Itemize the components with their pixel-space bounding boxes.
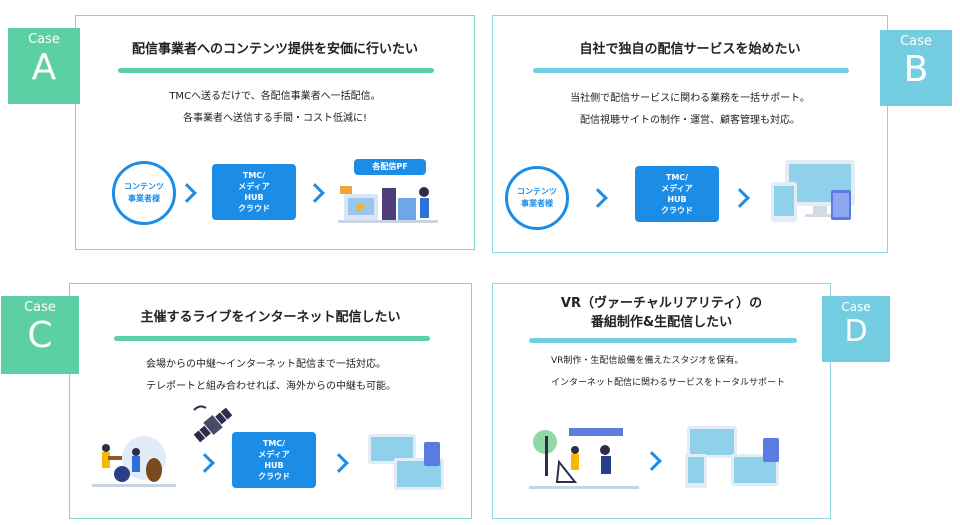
case-b-arrow-1 <box>588 188 608 208</box>
case-c-arrow-1 <box>195 453 215 473</box>
case-d-desc-line2: インターネット配信に関わるサービスをトータルサポート <box>551 378 786 388</box>
live-band-illustration <box>92 436 176 487</box>
case-c-title: 主催するライブをインターネット配信したい <box>140 310 401 325</box>
hub-line1: TMC/ <box>262 439 286 448</box>
case-c-hub: TMC/ メディア HUB クラウド <box>232 432 316 488</box>
case-c-card: 主催するライブをインターネット配信したい 会場からの中継～インターネット配信まで… <box>69 283 472 519</box>
case-d-underline <box>529 338 797 343</box>
case-c-underline <box>114 336 430 341</box>
devices-illustration <box>685 426 779 488</box>
devices-illustration <box>368 434 444 490</box>
case-d-title-line2: 番組制作&生配信したい <box>590 315 733 330</box>
case-a-arrow-1 <box>177 183 197 203</box>
case-b-title: 自社で独自の配信サービスを始めたい <box>579 42 801 57</box>
hub-line2: メディア <box>238 182 270 191</box>
case-c-badge: Case C <box>1 296 79 374</box>
hub-line3: HUB <box>667 195 687 204</box>
case-b-source-label: コンテンツ 事業者様 <box>517 187 557 208</box>
hub-line2: メディア <box>258 450 290 459</box>
case-d-card: VR（ヴァーチャルリアリティ）の 番組制作&生配信したい VR制作・生配信設備を… <box>492 283 831 519</box>
case-b-hub: TMC/ メディア HUB クラウド <box>635 166 719 222</box>
case-b-badge-case: Case <box>900 34 932 49</box>
hub-line3: HUB <box>244 193 264 202</box>
devices-illustration <box>771 160 855 222</box>
case-a-badge-letter: A <box>31 47 57 88</box>
case-b-source-circle: コンテンツ 事業者様 <box>505 166 569 230</box>
case-d-desc-line1: VR制作・生配信設備を備えたスタジオを保有。 <box>551 356 744 366</box>
case-a-badge-case: Case <box>28 32 60 47</box>
case-b-desc-line2: 配信視聴サイトの制作・運営、顧客管理も対応。 <box>580 115 800 126</box>
case-b-underline <box>533 68 849 73</box>
case-a-underline <box>118 68 434 73</box>
case-b-desc-line1: 当社側で配信サービスに関わる業務を一括サポート。 <box>570 93 810 104</box>
case-c-badge-letter: C <box>27 315 53 356</box>
hub-line3: HUB <box>264 461 284 470</box>
case-a-card: 配信事業者へのコンテンツ提供を安価に行いたい TMCへ送るだけで、各配信事業者へ… <box>75 15 475 250</box>
case-a-pf-badge: 各配信PF <box>354 159 426 175</box>
case-a-arrow-2 <box>305 183 325 203</box>
case-a-source-circle: コンテンツ 事業者様 <box>112 161 176 225</box>
case-a-hub: TMC/ メディア HUB クラウド <box>212 164 296 220</box>
case-a-desc-line1: TMCへ送るだけで、各配信事業者へ一括配信。 <box>169 91 381 102</box>
case-a-title: 配信事業者へのコンテンツ提供を安価に行いたい <box>131 42 418 57</box>
hub-line2: メディア <box>661 184 693 193</box>
case-b-arrow-2 <box>730 188 750 208</box>
case-d-badge-letter: D <box>844 314 868 349</box>
case-a-badge: Case A <box>8 28 80 104</box>
case-d-title-line1: VR（ヴァーチャルリアリティ）の <box>560 296 763 311</box>
case-b-card: 自社で独自の配信サービスを始めたい 当社側で配信サービスに関わる業務を一括サポー… <box>492 15 888 253</box>
case-c-desc-line2: テレポートと組み合わせれば、海外からの中継も可能。 <box>146 381 396 392</box>
case-c-desc-line1: 会場からの中継～インターネット配信まで一括対応。 <box>146 359 386 370</box>
hub-line4: クラウド <box>661 206 693 215</box>
case-a-desc-line2: 各事業者へ送信する手間・コスト低減に! <box>182 113 367 124</box>
satellite-icon <box>193 405 233 443</box>
broadcast-studio-illustration <box>338 186 438 223</box>
hub-line1: TMC/ <box>665 173 689 182</box>
case-d-arrow-1 <box>642 451 662 471</box>
case-d-badge-case: Case <box>841 300 871 314</box>
hub-line4: クラウド <box>238 204 270 213</box>
hub-line4: クラウド <box>258 472 290 481</box>
vr-studio-illustration <box>529 428 639 489</box>
case-c-badge-case: Case <box>24 300 56 315</box>
case-b-badge-letter: B <box>903 49 929 90</box>
case-b-badge: Case B <box>880 30 952 106</box>
hub-line1: TMC/ <box>242 171 266 180</box>
case-d-badge: Case D <box>822 296 890 362</box>
case-c-arrow-2 <box>329 453 349 473</box>
case-a-source-label: コンテンツ 事業者様 <box>124 182 164 203</box>
